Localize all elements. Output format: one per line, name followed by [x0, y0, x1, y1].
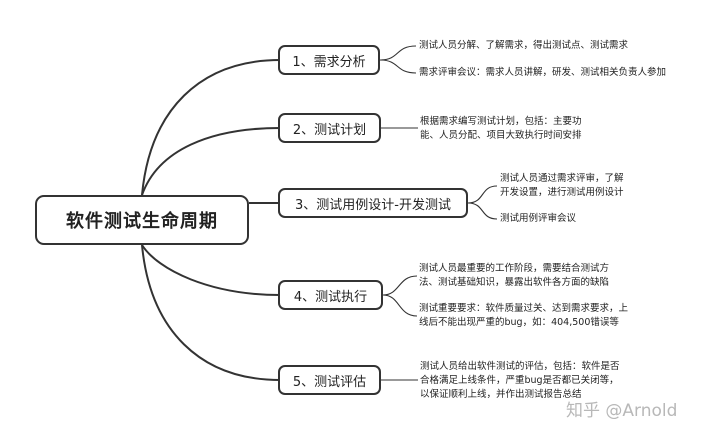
link-topic-3-note-1 — [467, 185, 498, 204]
note-line: 开发设置，进行测试用例设计 — [500, 187, 624, 198]
link-topic-4-note-1 — [382, 275, 418, 296]
note-4-1: 测试人员最重要的工作阶段，需要结合测试方 法、测试基础知识，暴露出软件各方面的缺… — [419, 262, 609, 290]
topic-label: 3、测试用例设计-开发测试 — [295, 197, 451, 213]
note-line: 测试重要要求：软件质量过关、达到需求要求，上 — [419, 303, 629, 314]
link-root-topic-1 — [141, 59, 281, 196]
topic-node-2: 2、测试计划 — [278, 113, 381, 143]
note-line: 测试用例评审会议 — [500, 213, 577, 224]
note-line: 能、人员分配、项目大致执行时间安排 — [420, 130, 582, 141]
link-root-topic-2 — [141, 127, 281, 196]
note-line: 线后不能出现严重的bug，如：404,500错误等 — [419, 317, 619, 328]
topic-label: 4、测试执行 — [293, 289, 368, 305]
note-line: 需求评审会议：需求人员讲解，研发、测试相关负责人参加 — [419, 67, 667, 78]
note-1-2: 需求评审会议：需求人员讲解，研发、测试相关负责人参加 — [419, 66, 666, 80]
note-line: 法、测试基础知识，暴露出软件各方面的缺陷 — [419, 277, 610, 288]
watermark: 知乎 @Arnold — [566, 401, 678, 421]
note-line: 根据需求编写测试计划，包括：主要功 — [420, 116, 582, 127]
topic-label: 2、测试计划 — [292, 122, 367, 138]
root-label: 软件测试生命周期 — [66, 211, 218, 232]
note-line: 以保证顺利上线，并作出测试报告总结 — [420, 389, 582, 400]
note-4-2: 测试重要要求：软件质量过关、达到需求要求，上 线后不能出现严重的bug，如：40… — [419, 302, 628, 330]
note-line: 合格满足上线条件，严重bug是否都已关闭等， — [420, 375, 619, 386]
note-line: 测试人员给出软件测试的评估，包括：软件是否 — [420, 361, 620, 372]
link-root-topic-4 — [141, 244, 281, 296]
note-line: 测试人员最重要的工作阶段，需要结合测试方 — [419, 263, 610, 274]
root-node: 软件测试生命周期 — [35, 195, 249, 245]
link-topic-3-note-2 — [467, 202, 498, 220]
topic-node-1: 1、需求分析 — [278, 45, 380, 75]
note-line: 测试人员通过需求评审，了解 — [500, 173, 624, 184]
link-topic-1-note-2 — [379, 59, 417, 74]
topic-label: 1、需求分析 — [292, 54, 366, 70]
note-3-1: 测试人员通过需求评审，了解 开发设置，进行测试用例设计 — [500, 172, 624, 200]
note-3-2: 测试用例评审会议 — [500, 212, 576, 226]
note-line: 测试人员分解、了解需求，得出测试点、测试需求 — [419, 40, 629, 51]
topic-node-5: 5、测试评估 — [278, 365, 381, 395]
topic-node-3: 3、测试用例设计-开发测试 — [278, 188, 468, 218]
link-root-topic-5 — [141, 244, 281, 381]
link-topic-1-note-1 — [379, 45, 417, 61]
note-1-1: 测试人员分解、了解需求，得出测试点、测试需求 — [419, 39, 628, 53]
topic-node-4: 4、测试执行 — [278, 280, 383, 310]
topic-label: 5、测试评估 — [292, 374, 367, 390]
link-topic-4-note-2 — [382, 294, 418, 317]
note-5-1: 测试人员给出软件测试的评估，包括：软件是否 合格满足上线条件，严重bug是否都已… — [420, 360, 620, 402]
note-2-1: 根据需求编写测试计划，包括：主要功 能、人员分配、项目大致执行时间安排 — [420, 115, 582, 143]
